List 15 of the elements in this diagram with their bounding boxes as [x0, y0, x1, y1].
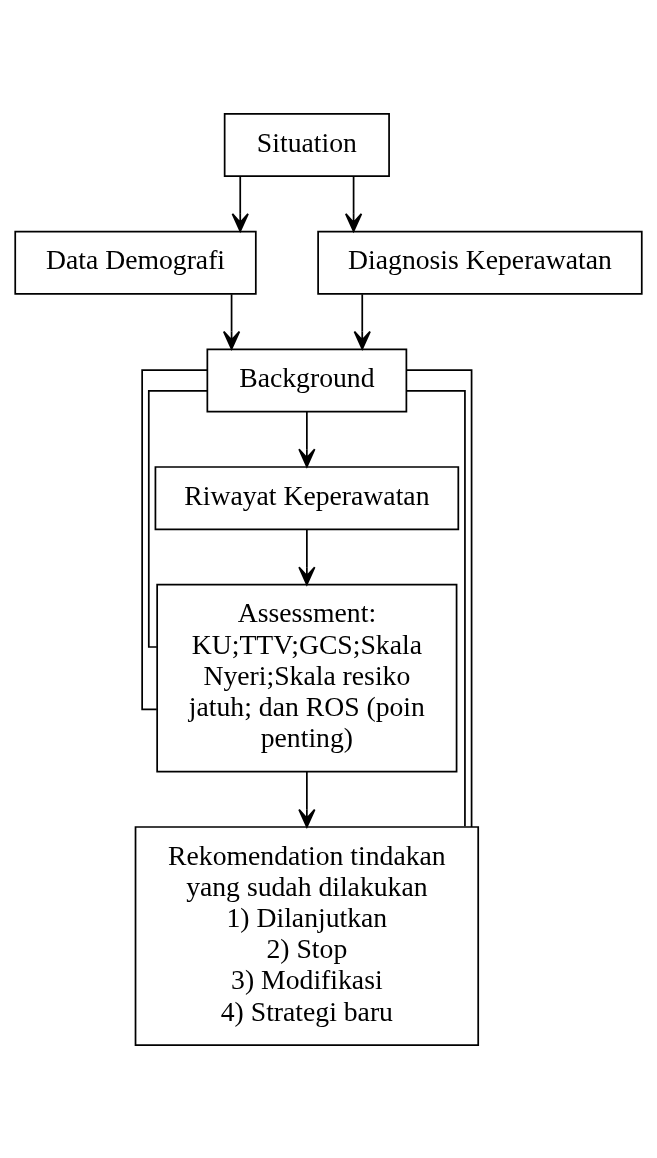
arrow — [298, 770, 316, 828]
arrow — [298, 528, 316, 585]
arrow — [222, 292, 241, 350]
arrow — [344, 175, 363, 232]
arrow — [298, 410, 316, 467]
connector — [147, 389, 209, 648]
node-box: Riwayat Keperawatan — [154, 465, 460, 530]
arrow — [353, 292, 371, 350]
node-box: Data Demografi — [14, 230, 257, 295]
arrow — [231, 175, 249, 232]
node-box: Rekomendation tindakan yang sudah dilakukan 1) Dilanjutkan 2) Stop 3) Modifikasi 4) Strategi baru — [134, 825, 480, 1046]
node-box: Background — [206, 347, 408, 412]
node-box: Assessment: KU;TTV;GCS;Skala Nyeri;Skala resiko jatuh; dan ROS (poin penting) — [156, 583, 458, 772]
node-box: Situation — [223, 112, 390, 177]
node-box: Diagnosis Keperawatan — [317, 230, 643, 295]
